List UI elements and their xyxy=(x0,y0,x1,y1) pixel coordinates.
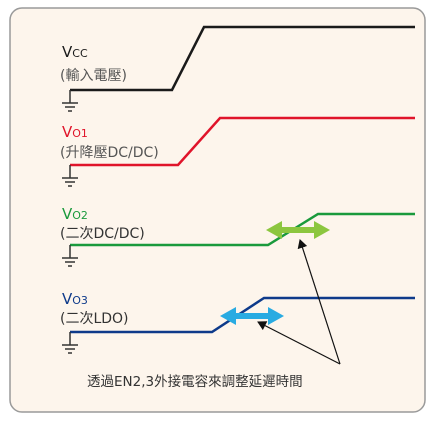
delay-annotation: 透過EN2,3外接電容來調整延遲時間 xyxy=(87,374,303,390)
vo3-label: VO3 xyxy=(62,290,88,308)
vo3-delay-double-arrow-icon xyxy=(220,307,284,325)
vo2-description: (二次DC/DC) xyxy=(60,226,145,242)
vcc-waveform xyxy=(70,25,415,92)
diagram-frame xyxy=(9,7,426,413)
vo3-ground-icon xyxy=(62,332,78,354)
vo3-description: (二次LDO) xyxy=(60,311,129,327)
vo1-ground-icon xyxy=(62,165,78,187)
pointer-to-vo2-arrow xyxy=(297,239,341,365)
vo1-label: VO1 xyxy=(62,123,88,141)
vcc-description: (輸入電壓) xyxy=(60,68,127,84)
vo2-delay-double-arrow-icon xyxy=(266,221,330,239)
vo1-description: (升降壓DC/DC) xyxy=(60,145,159,161)
vcc-label: VCC xyxy=(62,43,88,61)
vcc-ground-icon xyxy=(62,90,78,112)
vo1-waveform xyxy=(70,116,415,167)
vo2-ground-icon xyxy=(62,245,78,267)
vo2-label: VO2 xyxy=(62,205,88,223)
pointer-to-vo3-arrow xyxy=(257,321,341,365)
